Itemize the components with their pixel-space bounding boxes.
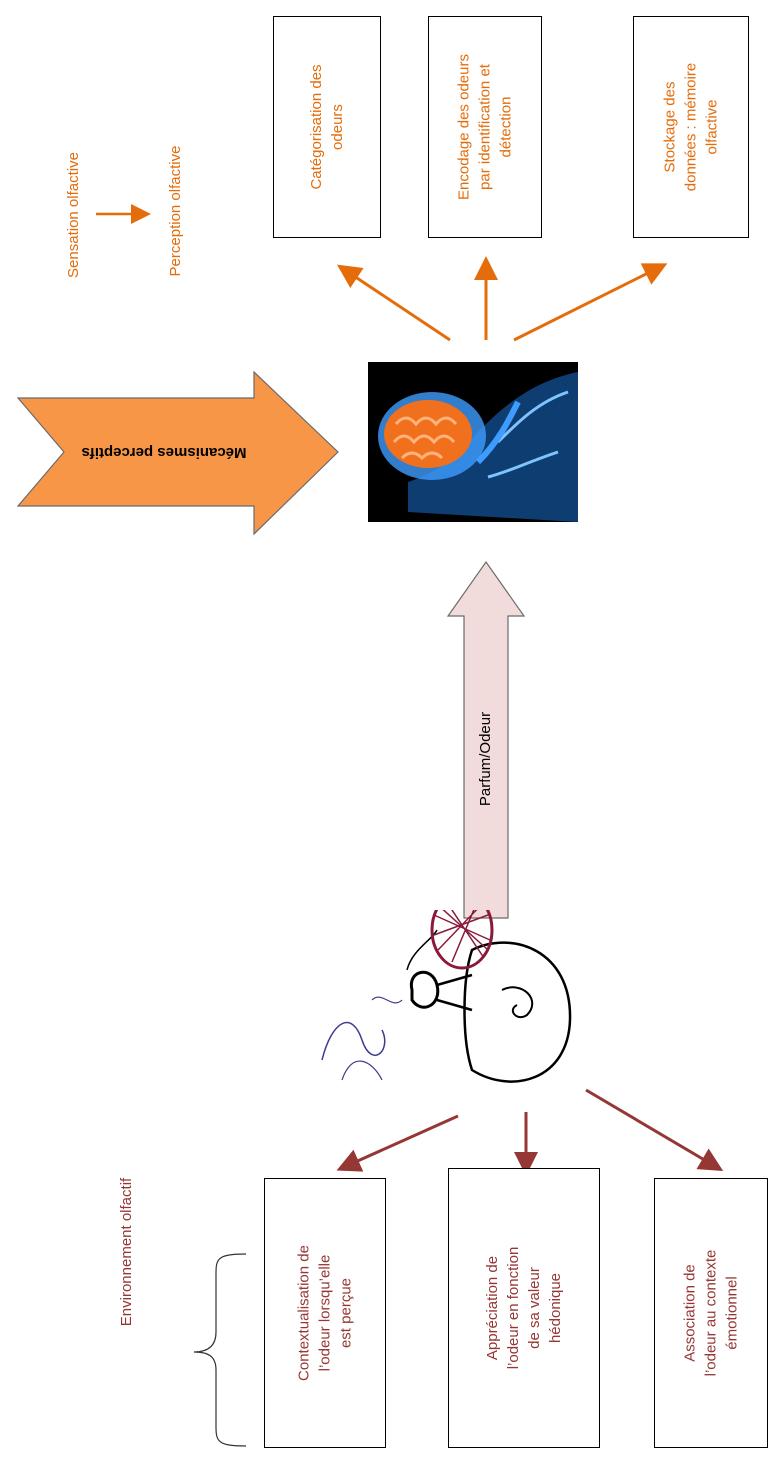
arrow-to-categorisation (342, 268, 450, 340)
brain-image (368, 362, 578, 522)
arrow-to-stockage (514, 266, 662, 340)
box-categorisation: Catégorisation des odeurs (273, 16, 381, 238)
box-contextualisation-text: Contextualisation de l’odeur lorsqu’elle… (294, 1245, 357, 1381)
sensation-label: Sensation olfactive (63, 141, 85, 289)
arrow-to-association (586, 1090, 718, 1168)
text-line: données : mémoire (681, 63, 702, 191)
text-line: odeurs (327, 64, 348, 189)
box-contextualisation: Contextualisation de l’odeur lorsqu’elle… (264, 1178, 386, 1448)
parfum-label: Parfum/Odeur (475, 699, 497, 819)
text-line: Encodage des odeurs (454, 54, 475, 200)
perfume-bottle-image (312, 910, 582, 1110)
box-appreciation: Appréciation de l’odeur en fonction de s… (448, 1168, 600, 1448)
environment-label: Environnement olfactif (116, 1167, 138, 1337)
box-encodage: Encodage des odeurs par identification e… (428, 16, 542, 238)
box-stockage: Stockage des données : mémoire olfactive (633, 16, 749, 238)
box-encodage-text: Encodage des odeurs par identification e… (454, 54, 517, 200)
text-line: hédonique (545, 1247, 566, 1370)
text-line: Catégorisation des (306, 64, 327, 189)
box-stockage-text: Stockage des données : mémoire olfactive (660, 63, 723, 191)
arrow-to-contextualisation (342, 1116, 458, 1168)
text-line: par identification et (475, 54, 496, 200)
text-line: émotionnel (722, 1250, 743, 1377)
box-categorisation-text: Catégorisation des odeurs (306, 64, 348, 189)
text-line: Association de (680, 1250, 701, 1377)
text-line: Contextualisation de (294, 1245, 315, 1381)
text-line: l’odeur en fonction (503, 1247, 524, 1370)
perception-label: Perception olfactive (165, 131, 187, 291)
text-line: est perçue (336, 1245, 357, 1381)
box-association-text: Association de l’odeur au contexte émoti… (680, 1250, 743, 1377)
text-line: olfactive (702, 63, 723, 191)
box-appreciation-text: Appréciation de l’odeur en fonction de s… (482, 1247, 566, 1370)
mecanismes-label: Mécanismes perceptifs (64, 440, 264, 464)
environment-brace (194, 1254, 246, 1446)
box-association: Association de l’odeur au contexte émoti… (654, 1178, 768, 1448)
text-line: l’odeur lorsqu’elle (315, 1245, 336, 1381)
text-line: Appréciation de (482, 1247, 503, 1370)
text-line: l’odeur au contexte (701, 1250, 722, 1377)
text-line: Stockage des (660, 63, 681, 191)
text-line: détection (496, 54, 517, 200)
text-line: de sa valeur (524, 1247, 545, 1370)
